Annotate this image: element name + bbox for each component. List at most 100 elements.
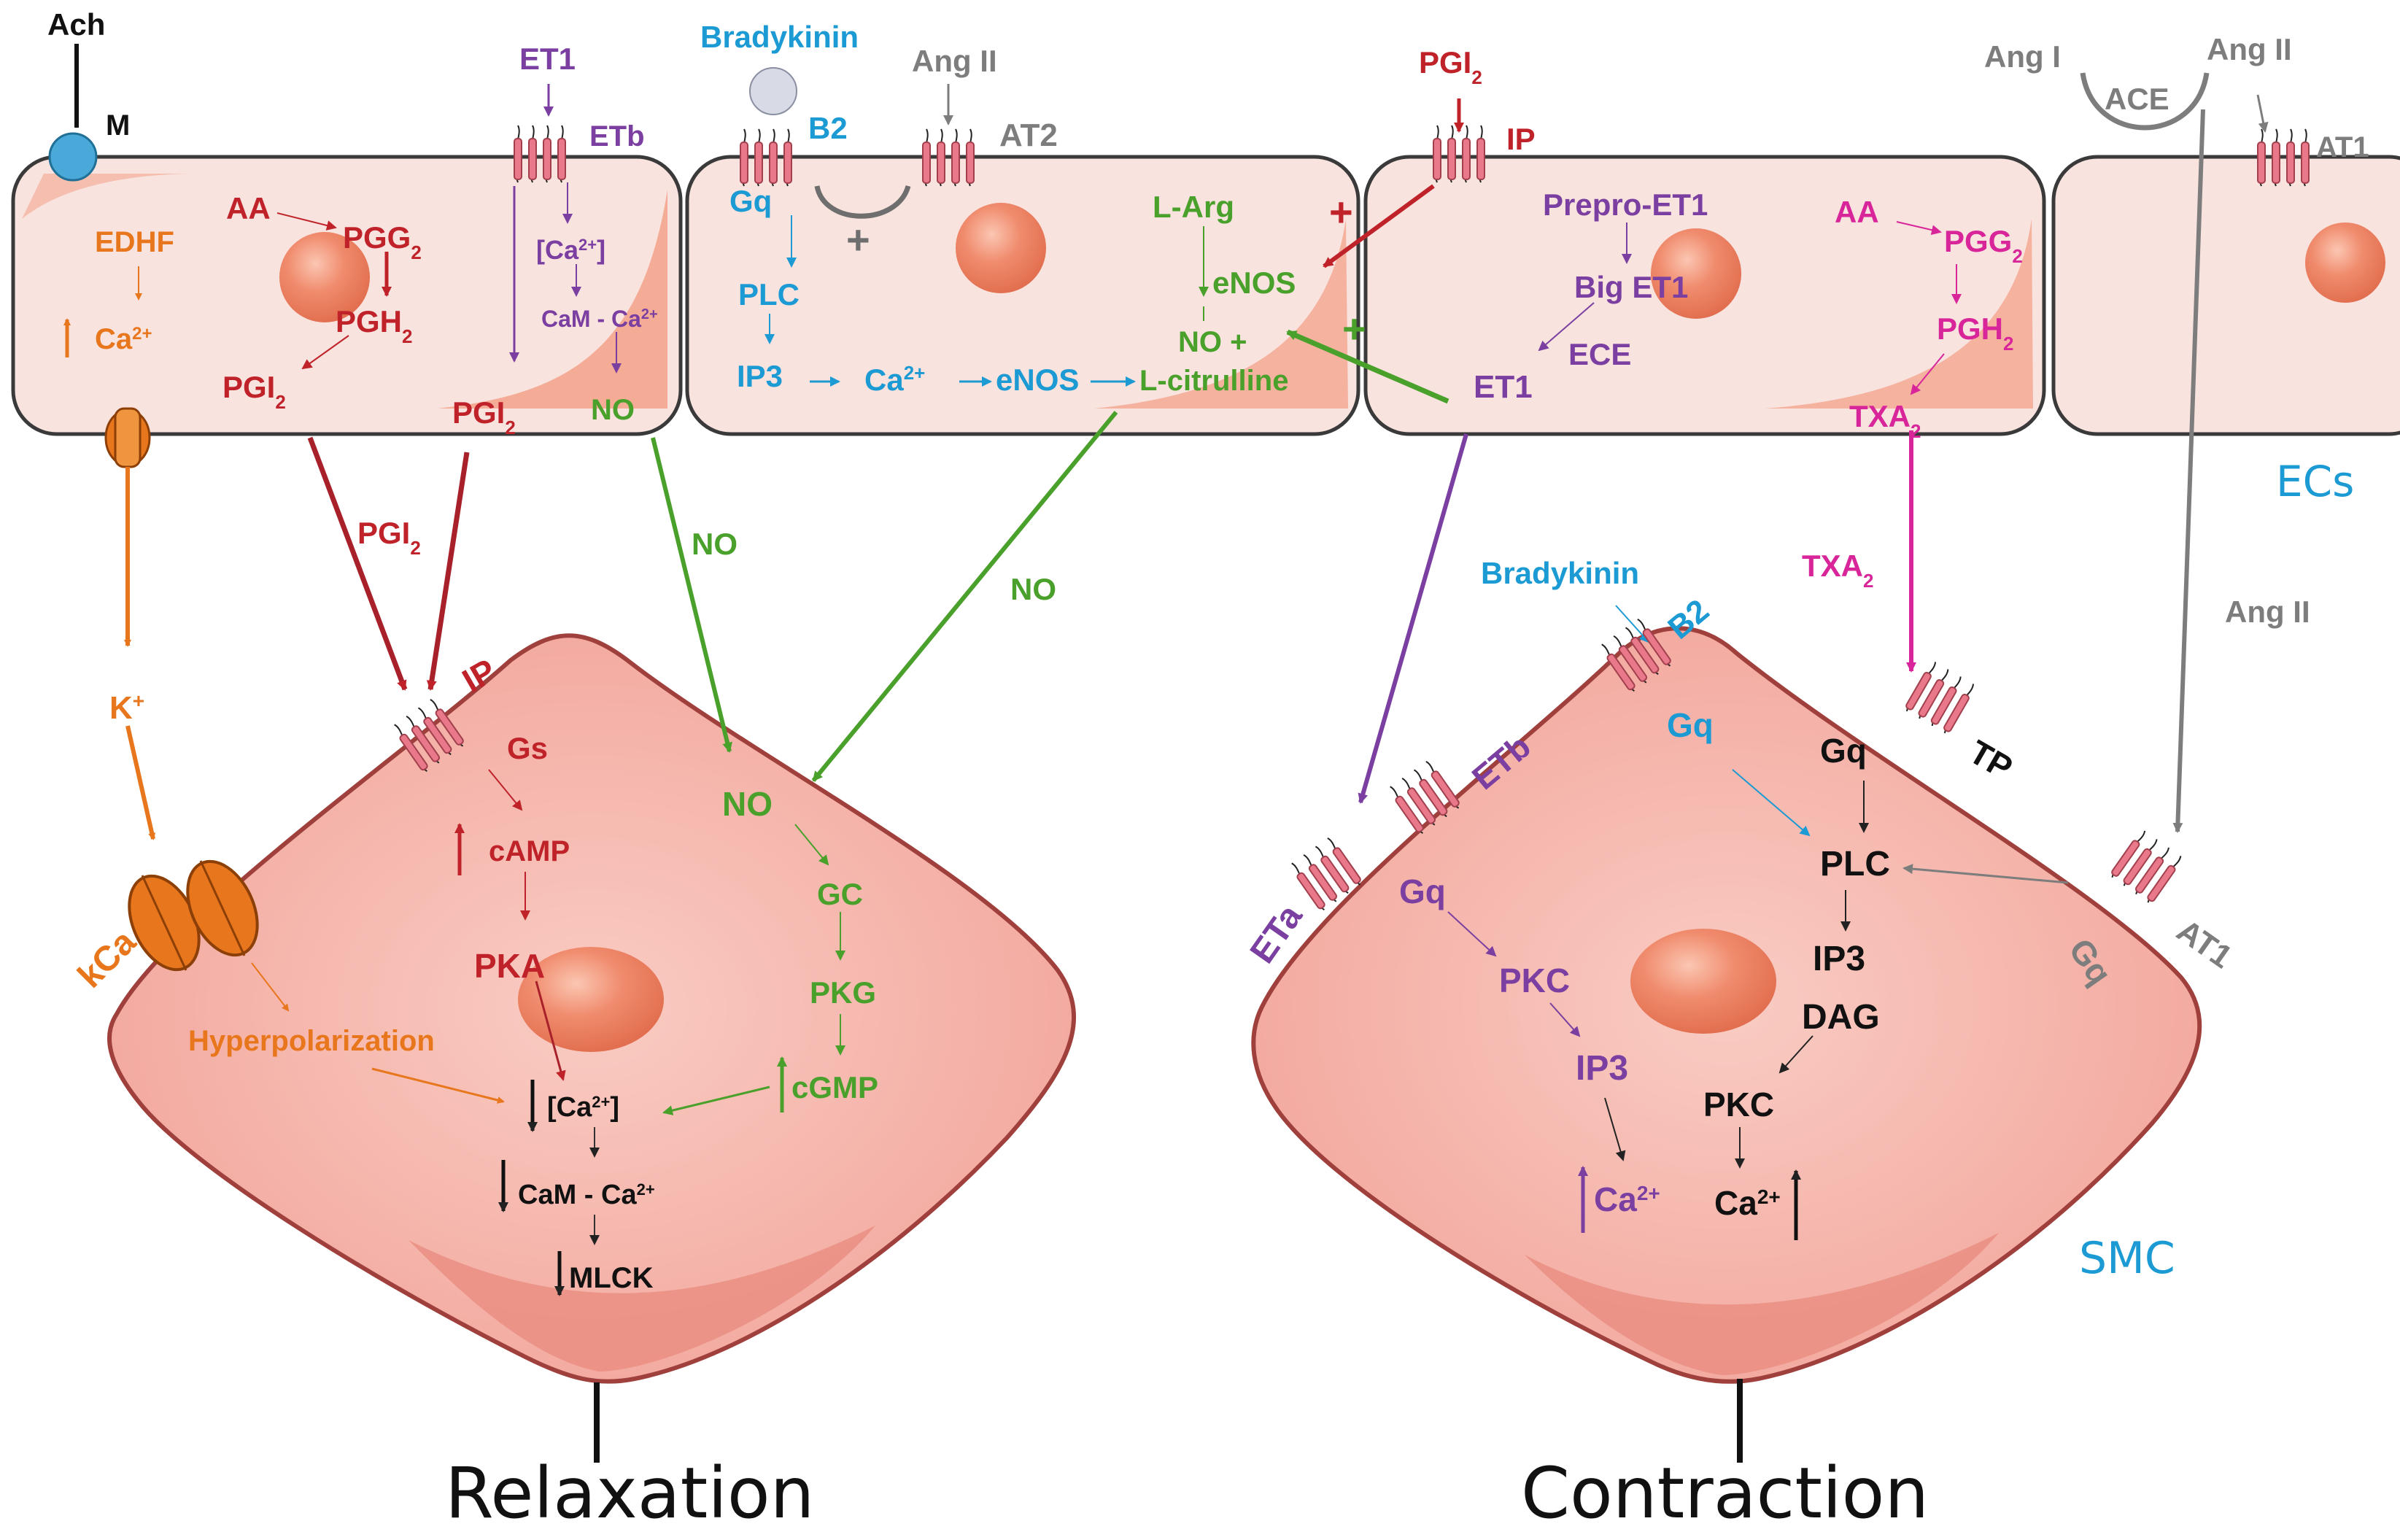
ec1-shading — [438, 190, 667, 409]
aa-to-pgg2-arrow — [276, 212, 337, 231]
bradykinin-to-b2-smc-arrow — [1615, 605, 1650, 643]
pkg-label: PKG — [810, 975, 876, 1010]
pka-label: PKA — [474, 947, 545, 985]
cgmp-label: cGMP — [791, 1070, 878, 1104]
pgh2-2-label: PGH2 — [1937, 312, 2013, 355]
smc-left-nucleus — [518, 947, 664, 1052]
pgi2-a-label: PGI2 — [222, 370, 286, 413]
pgg2-1-label: PGG2 — [343, 220, 422, 263]
pkc-to-ip3-arrow-smc — [1549, 1002, 1581, 1037]
etb-top-label: ETb — [589, 120, 645, 152]
pkc-2-label: PKC — [1703, 1086, 1774, 1123]
ca-ec2-label: Ca2+ — [864, 362, 925, 397]
ec-ca-channel — [104, 407, 151, 468]
ec4-nucleus — [2305, 223, 2385, 303]
plc-ec2-label: PLC — [738, 277, 800, 312]
kca-label: kCa — [71, 923, 144, 996]
pkc-1-label: PKC — [1499, 961, 1570, 999]
at1-smc-label: AT1 — [2170, 913, 2239, 975]
pgg2-2-label: PGG2 — [1944, 224, 2023, 267]
ca-bracket-label: [Ca2+] — [536, 235, 605, 265]
ang2-to-at1-arrow — [2256, 94, 2269, 133]
ace-label: ACE — [2105, 82, 2169, 116]
plus-green-label: + — [1342, 306, 1366, 352]
ip-to-enos-red-arrow — [1323, 184, 1435, 268]
prepro-et1-label: Prepro-ET1 — [1543, 187, 1708, 222]
m-label: M — [106, 109, 130, 142]
cam-ca-ec-label: CaM - Ca2+ — [541, 306, 658, 332]
ec1-nucleus — [279, 232, 370, 322]
aa-2-label: AA — [1835, 195, 1879, 229]
bradykinin-ball — [749, 67, 797, 115]
pgh2-to-pgi2-arrow — [301, 335, 349, 370]
ca-smc3-label: Ca2+ — [1714, 1184, 1781, 1222]
et1-ec3-label: ET1 — [1474, 369, 1533, 405]
ip3-smc-label: IP3 — [1813, 940, 1865, 978]
plus-red-label: + — [1329, 189, 1353, 235]
enos-chain-label: eNOS — [996, 363, 1079, 397]
ca-smc1-label: [Ca2+] — [547, 1092, 619, 1123]
no-mid2-label: NO — [1010, 572, 1056, 606]
no-smc-label: NO — [722, 785, 773, 823]
k-plus-label: K+ — [109, 689, 144, 727]
no-ec1-label: NO — [591, 394, 635, 426]
dag-to-pkc-arrow — [1778, 1035, 1813, 1074]
ang2-right-label: Ang II — [2207, 32, 2292, 66]
ang2-to-at1-smc-arrow — [2172, 109, 2205, 833]
smc-right-nucleus — [1630, 929, 1776, 1034]
gq-eta-label: Gq — [1399, 872, 1446, 910]
ec2-nucleus — [956, 203, 1046, 293]
ca-smc2-label: Ca2+ — [1594, 1180, 1660, 1218]
ach-label: Ach — [47, 7, 105, 42]
txa2-mid-label: TXA2 — [1802, 549, 1873, 592]
et1-top-label: ET1 — [519, 42, 576, 76]
at1-top-label: AT1 — [2316, 131, 2369, 163]
cgmp-to-ca-arrow — [662, 1086, 770, 1115]
ip-top-label: IP — [1506, 122, 1536, 156]
et1-to-eta-arrow — [1358, 433, 1468, 804]
bradykinin-smc-label: Bradykinin — [1481, 556, 1639, 590]
ang2-mid-label: Ang II — [2225, 595, 2310, 629]
gs-to-camp-arrow — [488, 769, 523, 811]
b2-top-label: B2 — [808, 111, 848, 145]
gc-label: GC — [817, 877, 863, 911]
bradykinin-top-label: Bradykinin — [700, 20, 859, 54]
tp-receptor — [1902, 659, 1978, 736]
aa-1-label: AA — [226, 191, 271, 225]
ec1-left-shading — [22, 174, 190, 219]
m-receptor — [48, 132, 98, 182]
no-to-gc-arrow — [794, 824, 829, 866]
gq-b2-to-plc-arrow — [1732, 769, 1811, 837]
hyper-to-ca-arrow — [371, 1067, 505, 1104]
gq-b2-label: Gq — [1667, 706, 1714, 744]
ip3-ec2-label: IP3 — [737, 359, 783, 393]
no-ec1-to-smc-arrow — [651, 437, 732, 753]
cam-ca-smc-label: CaM - Ca2+ — [518, 1180, 655, 1210]
no-plus-label: NO + — [1178, 326, 1247, 358]
enos-label: eNOS — [1212, 266, 1296, 300]
plus-gray-label: + — [846, 217, 870, 263]
kca-to-hyper-arrow — [251, 962, 290, 1012]
l-arg-label: L-Arg — [1153, 190, 1234, 224]
mlck-label: MLCK — [569, 1262, 654, 1294]
smc-right-inner-shade — [1525, 1233, 1999, 1375]
big-et1-label: Big ET1 — [1574, 270, 1688, 304]
ip3-to-ca-arrow-smc — [1604, 1097, 1626, 1161]
ip3-smc2-label: IP3 — [1576, 1049, 1628, 1088]
et1-to-no-green-arrow — [1286, 329, 1449, 404]
l-citrulline-label: L-citrulline — [1139, 365, 1288, 397]
pgi2-to-ip-smc-arrow-1 — [307, 436, 408, 691]
pgh2-to-txa2-arrow — [1910, 353, 1945, 395]
tp-label: TP — [1963, 732, 2019, 786]
smc-label: SMC — [2079, 1233, 2175, 1284]
gq-tp-label: Gq — [1820, 732, 1867, 770]
ec3-shading — [1765, 219, 2033, 409]
txa2-ec3-label: TXA2 — [1849, 399, 1921, 442]
at2-label: AT2 — [999, 117, 1058, 153]
pgh2-1-label: PGH2 — [336, 304, 412, 347]
ang1-label: Ang I — [1984, 39, 2061, 74]
pgi2-mid-label: PGI2 — [357, 516, 421, 559]
pgi2-top-label: PGI2 — [1419, 45, 1482, 88]
at1-to-plc-arrow — [1902, 864, 2069, 884]
ca-ec1-label: Ca2+ — [95, 323, 152, 355]
